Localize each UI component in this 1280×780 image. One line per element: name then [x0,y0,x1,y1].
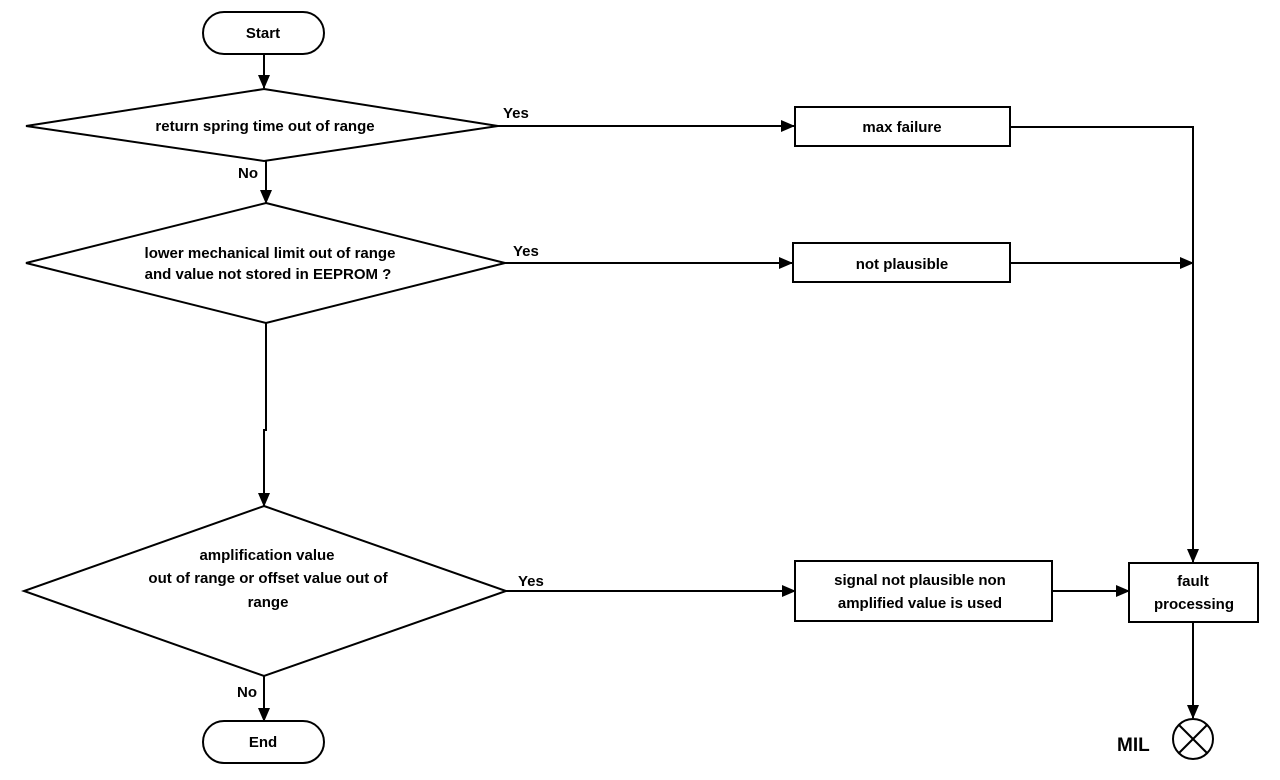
end-label: End [249,734,277,751]
connectors [258,55,1199,722]
decision-amp-label-line2: out of range or offset value out of [148,570,388,587]
signal-label-line2: amplified value is used [838,595,1002,612]
process-max-failure: max failure [794,106,1011,147]
mil-lamp-icon [1172,718,1214,760]
end-terminator: End [202,720,325,764]
edge-limit-no [258,323,270,507]
process-fault-processing: fault processing [1128,562,1259,623]
decision-amp-label-line3: range [248,594,289,611]
edge-label-yes-3: Yes [518,573,544,590]
edge-label-no-1: No [238,165,258,182]
decision-spring-label: return spring time out of range [155,118,374,135]
decision-amplification: amplification value out of range or offs… [21,504,510,678]
decision-amp-label-line1: amplification value [199,547,334,564]
fault-label-line2: processing [1154,596,1234,613]
process-not-plausible: not plausible [792,242,1011,283]
decision-limit-label-line1: lower mechanical limit out of range [145,245,396,262]
fault-label-line1: fault [1177,573,1209,590]
mil-label: MIL [1117,735,1150,756]
decision-mechanical-limit: lower mechanical limit out of range and … [25,201,506,325]
start-terminator: Start [202,11,325,55]
edge-max-to-fault [1010,126,1199,563]
edge-label-yes-1: Yes [503,105,529,122]
process-signal-not-plausible: signal not plausible non amplified value… [794,560,1053,622]
max-failure-label: max failure [862,119,941,136]
decision-limit-label-line2: and value not stored in EEPROM ? [145,266,392,283]
signal-label-line1: signal not plausible non [834,572,1006,589]
start-label: Start [246,25,280,42]
edge-label-no-3: No [237,684,257,701]
edge-label-yes-2: Yes [513,243,539,260]
decision-spring-time: return spring time out of range [25,87,499,163]
not-plausible-label: not plausible [856,256,949,273]
